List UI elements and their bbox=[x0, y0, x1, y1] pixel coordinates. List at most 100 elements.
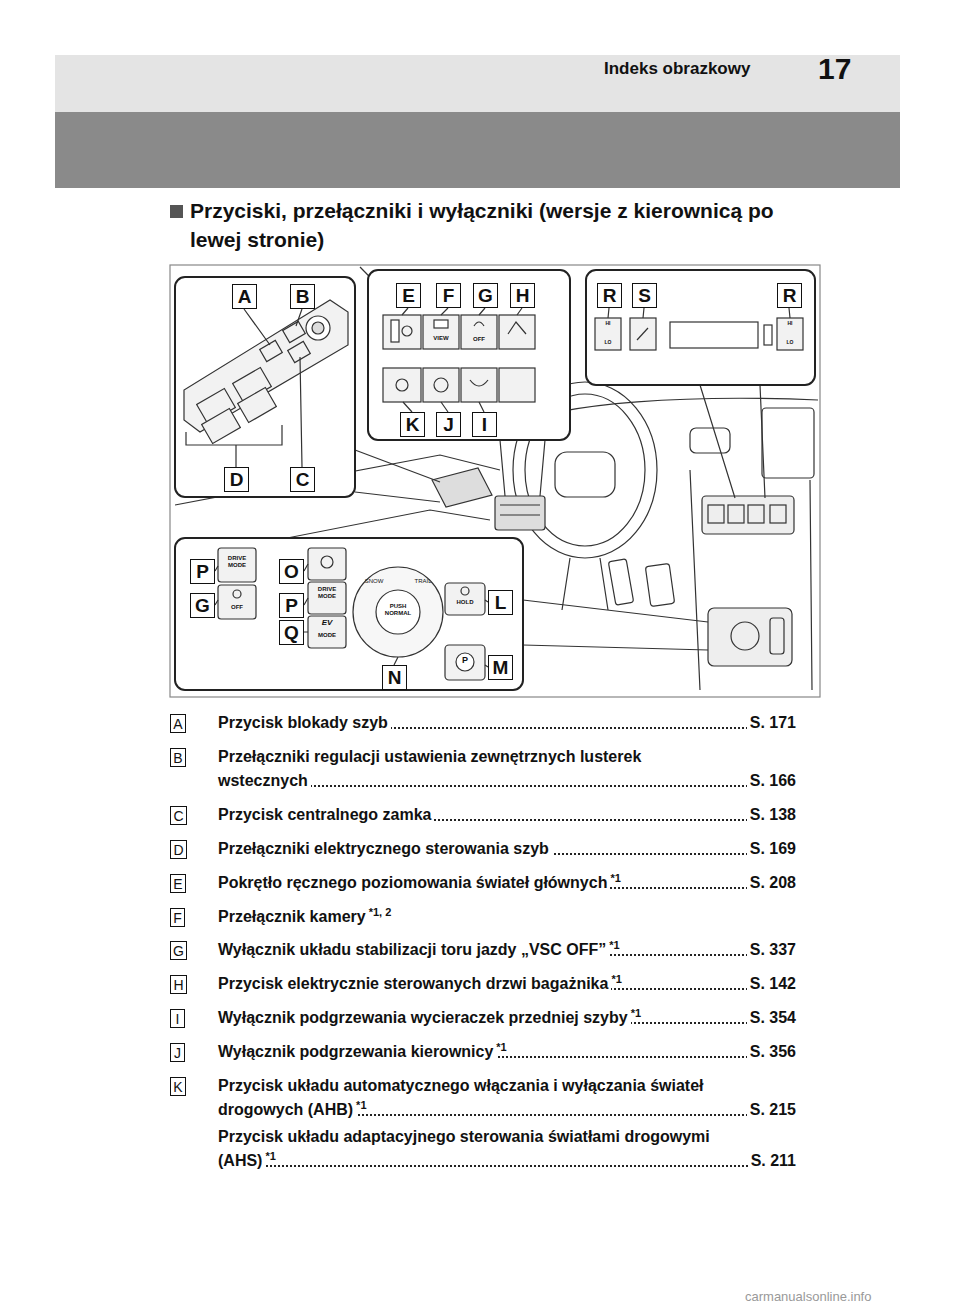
line-art bbox=[523, 600, 708, 650]
letter-text: P bbox=[196, 562, 209, 581]
line-art bbox=[777, 318, 803, 350]
callout-letter: N bbox=[382, 665, 407, 690]
list-letter: K bbox=[170, 1077, 186, 1096]
letter-text: L bbox=[495, 593, 507, 612]
line-art bbox=[630, 318, 656, 350]
letter-text: D bbox=[173, 843, 183, 857]
callout-letter: L bbox=[488, 590, 513, 615]
letter-text: A bbox=[173, 717, 182, 731]
line-art bbox=[445, 583, 485, 615]
line-art bbox=[368, 270, 570, 440]
page-reference: S. 138 bbox=[747, 803, 796, 827]
letter-text: N bbox=[388, 668, 402, 687]
index-row: Przełączniki regulacji ustawienia zewnęt… bbox=[218, 745, 796, 793]
line-art bbox=[690, 470, 812, 690]
callout-letter: J bbox=[436, 412, 461, 437]
line-art bbox=[690, 428, 730, 453]
line-art bbox=[461, 368, 497, 402]
item-description: Przycisk układu adaptacyjnego sterowania… bbox=[218, 1128, 710, 1169]
callout-letter: G bbox=[190, 593, 215, 618]
item-description: Przycisk układu automatycznego włączania… bbox=[218, 1077, 704, 1118]
footnote-mark: *1 bbox=[631, 1007, 644, 1019]
line-art bbox=[728, 505, 744, 523]
index-row: Przycisk blokady szybS. 171 bbox=[218, 711, 796, 735]
button-text: MODE bbox=[318, 632, 336, 639]
list-letter: D bbox=[170, 840, 187, 859]
line-art bbox=[595, 318, 621, 350]
title-bullet bbox=[170, 205, 183, 218]
list-letter: J bbox=[170, 1043, 185, 1062]
callout-letter: R bbox=[777, 283, 802, 308]
line-art bbox=[260, 340, 283, 361]
list-letter: H bbox=[170, 975, 187, 994]
line-art bbox=[470, 380, 488, 386]
watermark: carmanualsonline.info bbox=[745, 1290, 871, 1304]
item-description: Wyłącznik podgrzewania wycieraczek przed… bbox=[218, 1009, 631, 1026]
letter-text: S bbox=[638, 286, 651, 305]
callout-letter: P bbox=[279, 593, 304, 618]
line-art bbox=[353, 567, 443, 657]
center-console-panel bbox=[215, 548, 488, 680]
index-row: Wyłącznik podgrzewania kierownicy*1S. 35… bbox=[218, 1040, 796, 1064]
letter-text: C bbox=[296, 470, 310, 489]
item-description: Przełącznik kamery bbox=[218, 908, 369, 925]
letter-text: G bbox=[173, 944, 184, 958]
callout-letter: D bbox=[224, 467, 249, 492]
callout-letter: Q bbox=[279, 620, 304, 645]
callout-letter: E bbox=[396, 283, 421, 308]
letter-text: D bbox=[230, 470, 244, 489]
line-art bbox=[562, 558, 608, 610]
button-text: DRIVE MODE bbox=[222, 555, 252, 568]
line-art bbox=[434, 378, 448, 392]
page-reference: S. 142 bbox=[747, 972, 796, 996]
callout-letter: A bbox=[232, 284, 257, 309]
item-description: Przycisk blokady szyb bbox=[218, 714, 391, 731]
list-letter: B bbox=[170, 748, 186, 767]
line-art bbox=[308, 548, 346, 580]
dashboard-drawing bbox=[170, 265, 820, 697]
button-text: HI bbox=[788, 321, 793, 327]
line-art bbox=[500, 505, 540, 515]
line-art bbox=[434, 320, 448, 328]
letter-text: R bbox=[603, 286, 617, 305]
line-art bbox=[645, 564, 674, 607]
index-row: Przycisk elektrycznie sterowanych drzwi … bbox=[218, 972, 796, 996]
line-art bbox=[383, 315, 421, 349]
line-art bbox=[495, 496, 545, 530]
footnote-mark: *1 bbox=[610, 872, 623, 884]
line-art bbox=[402, 326, 412, 336]
line-art bbox=[238, 387, 277, 422]
letter-text: B bbox=[173, 751, 182, 765]
letter-text: G bbox=[478, 286, 493, 305]
page-reference: S. 169 bbox=[747, 837, 796, 861]
line-art bbox=[748, 505, 764, 523]
line-art bbox=[586, 270, 815, 385]
line-art bbox=[233, 590, 241, 598]
callout-letter: S bbox=[632, 283, 657, 308]
index-row: Przycisk układu adaptacyjnego sterowania… bbox=[218, 1125, 796, 1173]
button-text: OFF bbox=[473, 336, 485, 343]
line-art bbox=[637, 328, 648, 340]
footnote-mark: *1, 2 bbox=[369, 906, 395, 918]
line-art bbox=[762, 408, 814, 478]
line-art bbox=[218, 585, 256, 619]
callout-letter: H bbox=[510, 283, 535, 308]
line-art bbox=[702, 496, 794, 534]
list-letter: F bbox=[170, 908, 185, 927]
letter-text: R bbox=[783, 286, 797, 305]
line-art bbox=[608, 308, 790, 318]
header-band bbox=[55, 55, 900, 112]
item-description: Pokrętło ręcznego poziomowania świateł g… bbox=[218, 874, 610, 891]
line-art bbox=[312, 322, 324, 334]
button-text: PUSH NORMAL bbox=[384, 603, 412, 616]
index-row: Przycisk centralnego zamkaS. 138 bbox=[218, 803, 796, 827]
button-text: P bbox=[462, 656, 468, 666]
line-art bbox=[215, 564, 488, 667]
page-reference: S. 211 bbox=[748, 1149, 796, 1173]
letter-text: K bbox=[173, 1080, 182, 1094]
page-reference: S. 356 bbox=[747, 1040, 796, 1064]
line-art bbox=[283, 321, 306, 342]
line-art bbox=[474, 322, 526, 334]
